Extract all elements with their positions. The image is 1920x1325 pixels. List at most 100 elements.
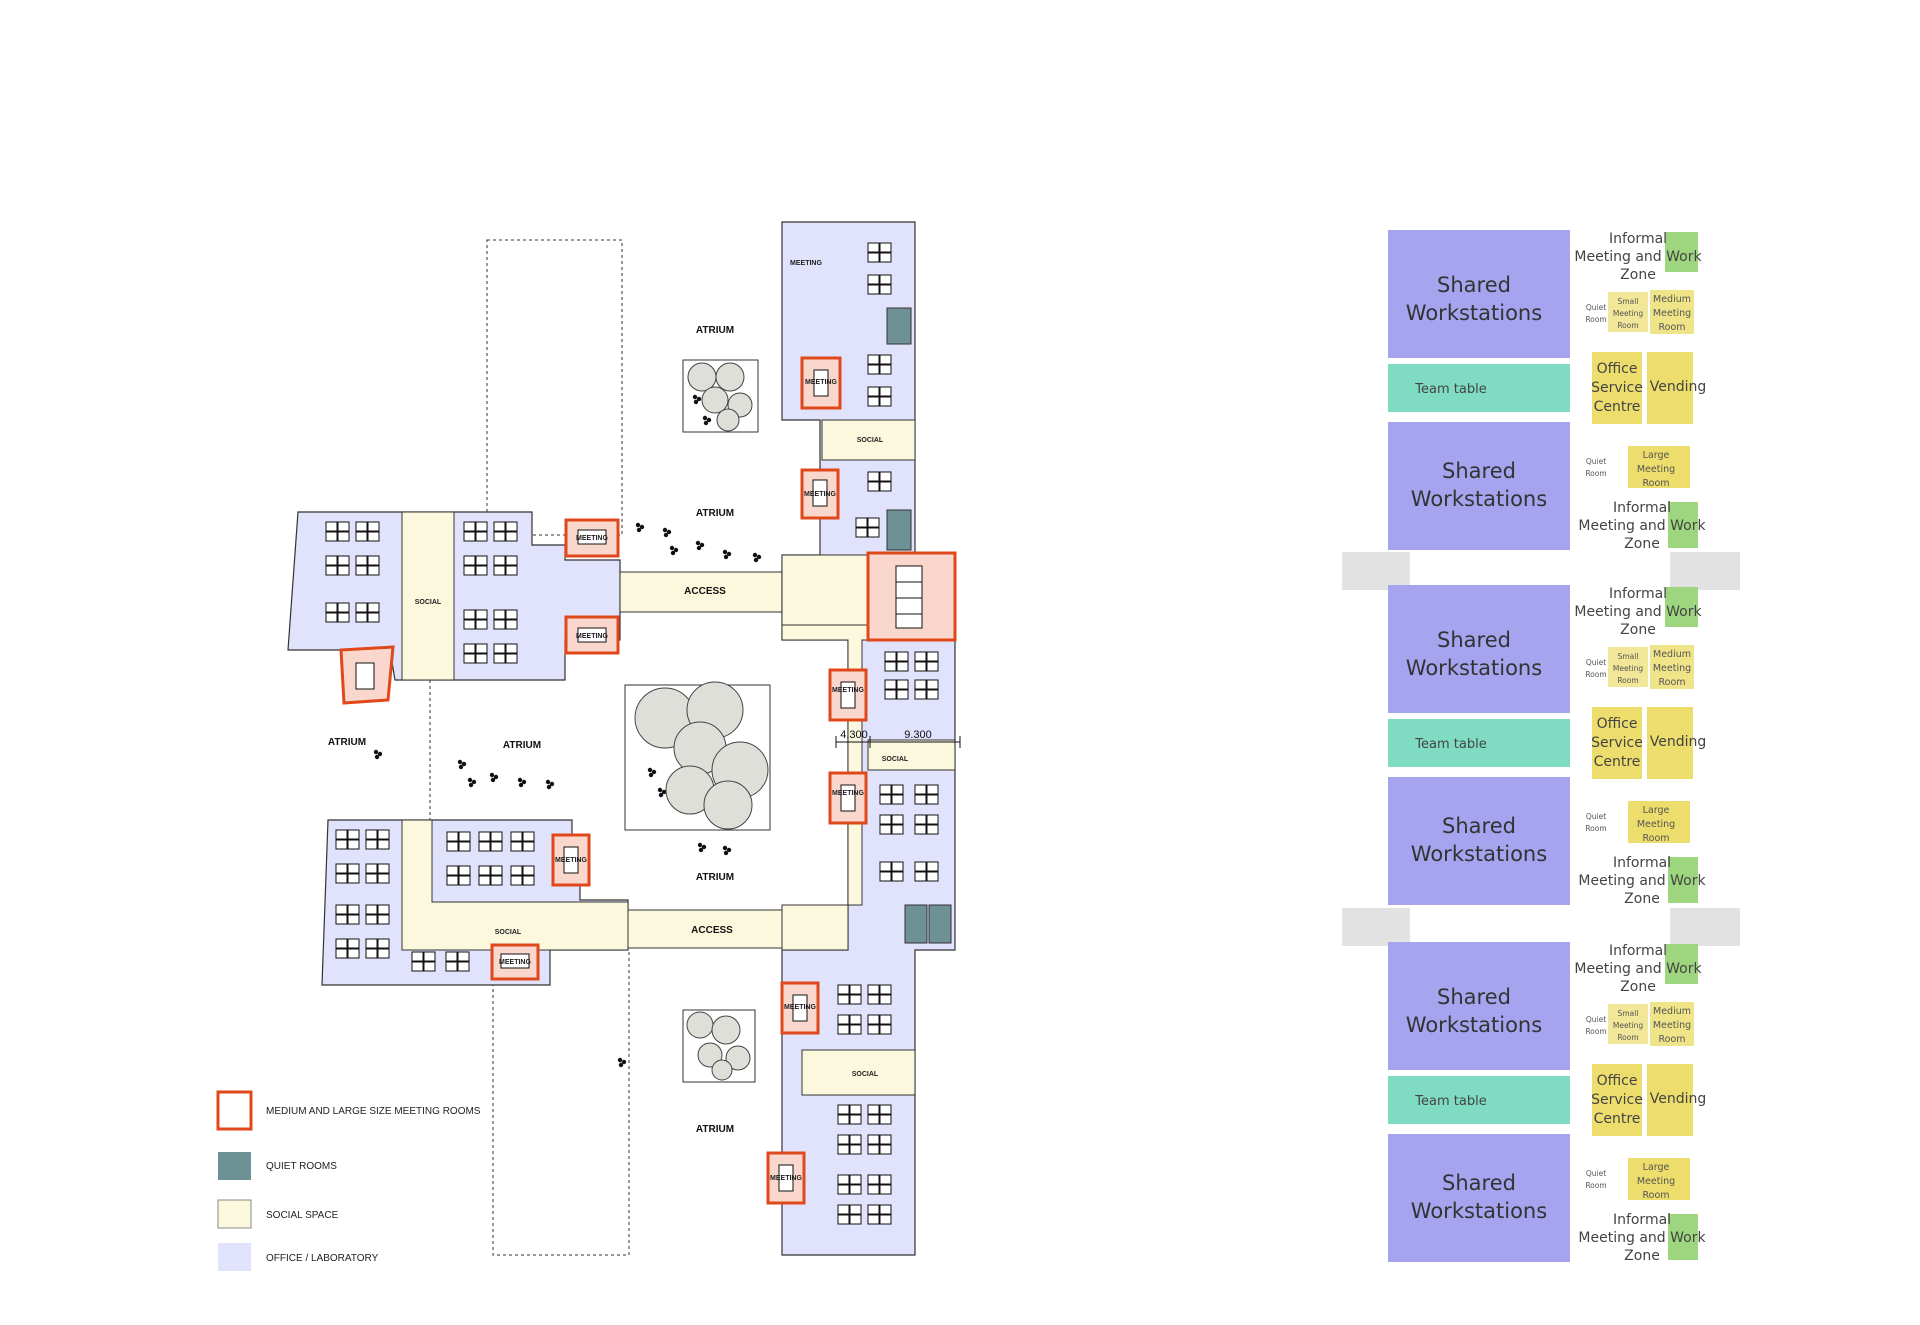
shared-workstations-block: [1388, 230, 1570, 358]
social-east-3: [801, 1049, 916, 1096]
zoning-module: Shared Workstations Informal Meeting and…: [1388, 230, 1706, 552]
access-top: [619, 571, 783, 613]
legend-swatch-quiet: [218, 1152, 251, 1180]
quiet-room-label: Quiet: [1586, 457, 1606, 466]
dashed-outline-bottom: [492, 949, 630, 1256]
social-label: SOCIAL: [415, 599, 442, 606]
small-meeting-label: Small: [1618, 297, 1639, 306]
large-meeting-label: Room: [1642, 478, 1669, 489]
social-east-2: [867, 739, 956, 771]
meeting-label: MEETING: [804, 491, 836, 498]
office-service-label: Service: [1591, 380, 1643, 396]
access-bottom: [627, 909, 783, 949]
dimension-a: 4.300: [840, 729, 868, 741]
informal-green-block: [1668, 502, 1698, 548]
meeting-label: MEETING: [805, 379, 837, 386]
meeting-label: MEETING: [576, 633, 608, 640]
dimension-b: 9.300: [904, 729, 932, 741]
meeting-label: MEETING: [832, 790, 864, 797]
meeting-label: MEETING: [576, 535, 608, 542]
zoning-module: [1388, 585, 1707, 907]
office-service-label: Office: [1597, 361, 1638, 377]
shared-workstations-label: Workstations: [1411, 487, 1547, 511]
legend: MEDIUM AND LARGE SIZE MEETING ROOMS QUIE…: [216, 1090, 481, 1271]
legend-label: MEDIUM AND LARGE SIZE MEETING ROOMS: [266, 1106, 481, 1117]
informal-zone-label: Meeting and Work: [1574, 249, 1702, 265]
quiet-room-label: Room: [1585, 315, 1606, 324]
atrium-label: ATRIUM: [696, 1124, 734, 1135]
access-label: ACCESS: [691, 925, 733, 936]
tree-canopy: [634, 681, 769, 830]
team-table-block: [1388, 364, 1570, 412]
quiet-room-3: [904, 904, 928, 944]
quiet-room-label: Room: [1585, 469, 1606, 478]
social-east-1: [821, 419, 916, 461]
meeting-label: MEETING: [832, 687, 864, 694]
dashed-outline-top: [486, 239, 623, 536]
team-table-label: Team table: [1414, 382, 1486, 397]
connector: [1342, 552, 1410, 590]
floor-plan: MEETING MEETING MEETING MEETING MEETING …: [216, 221, 961, 1271]
meeting-label: MEETING: [784, 1004, 816, 1011]
legend-swatch-office: [218, 1243, 251, 1271]
legend-swatch-social: [217, 1199, 252, 1229]
shared-workstations-block: [1388, 422, 1570, 550]
small-meeting-label: Room: [1617, 321, 1638, 330]
meeting-label: MEETING: [790, 260, 822, 267]
vending-block: [1647, 352, 1693, 424]
meeting-label: MEETING: [499, 959, 531, 966]
shared-workstations-label: Workstations: [1406, 301, 1542, 325]
large-meeting-block: [1628, 446, 1690, 488]
shared-workstations-label: Shared: [1442, 459, 1516, 483]
social-label: SOCIAL: [495, 929, 522, 936]
shared-workstations-label: Shared: [1437, 273, 1511, 297]
office-service-block: [1592, 352, 1642, 424]
office-service-label: Centre: [1594, 399, 1641, 415]
meeting-label: MEETING: [770, 1175, 802, 1182]
atrium-label: ATRIUM: [328, 737, 366, 748]
informal-zone-label: Zone: [1620, 267, 1656, 283]
social-east-top-connector: [781, 554, 871, 626]
access-label: ACCESS: [684, 586, 726, 597]
small-meeting-block: [1608, 292, 1648, 332]
meeting-label: MEETING: [555, 857, 587, 864]
informal-zone-label: Informal: [1613, 500, 1671, 516]
atrium-label: ATRIUM: [696, 872, 734, 883]
social-label: SOCIAL: [857, 437, 884, 444]
large-meeting-label: Large: [1643, 450, 1670, 461]
connector: [1342, 908, 1410, 946]
connector: [1670, 552, 1740, 590]
legend-label: OFFICE / LABORATORY: [266, 1253, 379, 1264]
medium-meeting-label: Room: [1658, 322, 1685, 333]
informal-zone-label: Zone: [1624, 536, 1660, 552]
meeting-room: [766, 1151, 806, 1205]
zoning-diagram: Shared Workstations Informal Meeting and…: [1342, 230, 1740, 1264]
meeting-room: [551, 833, 591, 887]
legend-label: QUIET ROOMS: [266, 1161, 337, 1172]
large-meeting-label: Meeting: [1637, 464, 1675, 475]
social-west-lower: [401, 819, 629, 951]
quiet-room-1: [886, 307, 912, 345]
social-label: SOCIAL: [852, 1071, 879, 1078]
social-label: SOCIAL: [882, 756, 909, 763]
zoning-module: [1388, 942, 1707, 1264]
medium-meeting-label: Meeting: [1653, 308, 1691, 319]
connector: [1670, 908, 1740, 946]
atrium-label: ATRIUM: [503, 740, 541, 751]
vending-label: Vending: [1650, 379, 1707, 395]
informal-zone-label: Informal: [1609, 231, 1667, 247]
medium-meeting-label: Medium: [1653, 294, 1691, 305]
legend-swatch-meeting: [216, 1090, 253, 1131]
informal-zone-label: Meeting and Work: [1578, 518, 1706, 534]
medium-meeting-block: [1650, 290, 1694, 334]
small-meeting-label: Meeting: [1613, 309, 1643, 318]
atrium-label: ATRIUM: [696, 508, 734, 519]
social-west-upper: [401, 511, 455, 681]
atrium-label: ATRIUM: [696, 325, 734, 336]
informal-green-block: [1665, 232, 1698, 272]
quiet-room-label: Quiet: [1586, 303, 1606, 312]
quiet-room-4: [928, 904, 952, 944]
quiet-room-2: [886, 509, 912, 551]
legend-label: SOCIAL SPACE: [266, 1210, 339, 1221]
